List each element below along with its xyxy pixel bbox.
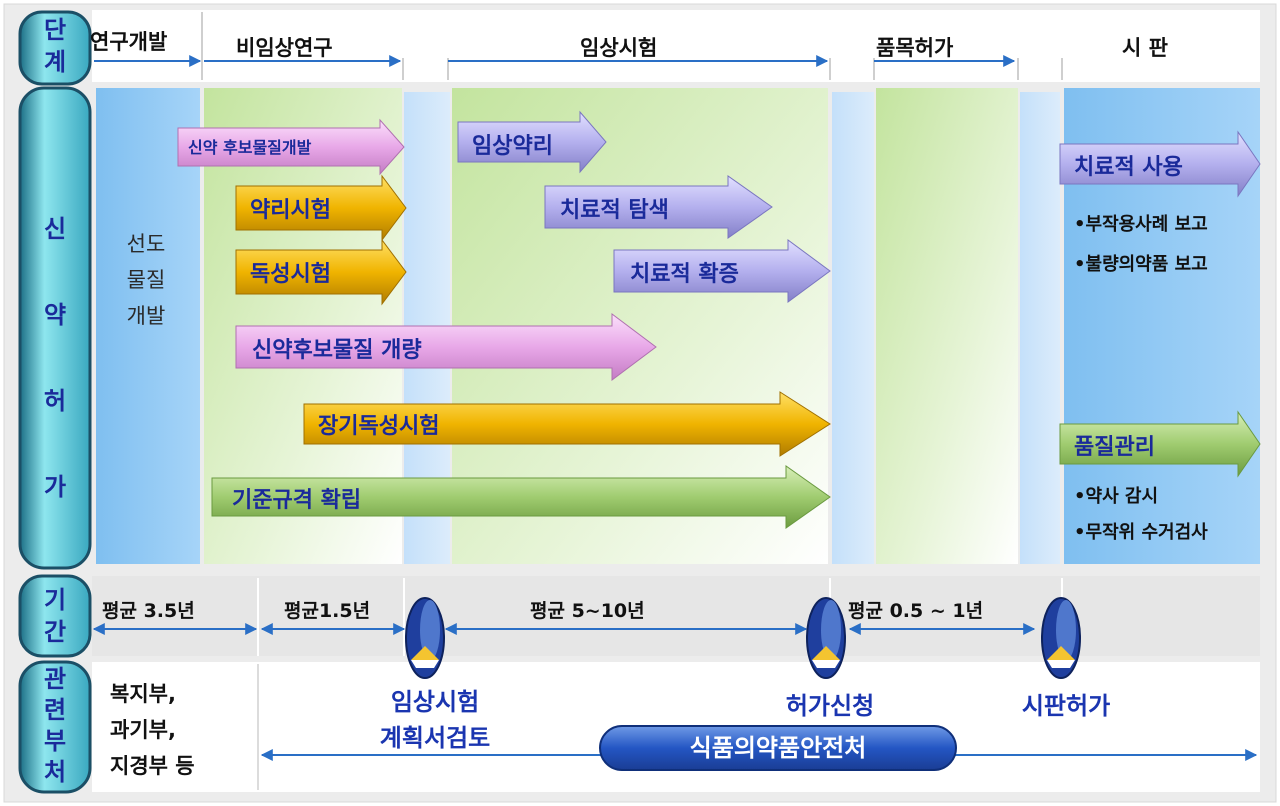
- arrow-candidate-improve: [235, 313, 657, 381]
- milestone-ind-review-line: 계획서검토: [379, 724, 491, 752]
- arrow-therapeutic-confirm: [613, 239, 831, 303]
- department-item: 복지부,: [110, 682, 176, 706]
- arrow-clinical-pharm: [457, 110, 607, 174]
- milestone-application: 허가신청: [785, 692, 875, 720]
- arrow-label-clinical-pharm: 임상약리: [472, 134, 553, 159]
- market-bullet: •불량의약품 보고: [1074, 254, 1208, 275]
- market-bullet: •무작위 수거검사: [1074, 522, 1208, 543]
- arrow-label-therapeutic-explore: 치료적 탐색: [560, 198, 669, 223]
- agency-pill: [599, 725, 957, 771]
- header-row: [92, 10, 1260, 82]
- band-research: [96, 88, 200, 564]
- arrow-toxicity: [235, 238, 407, 306]
- label-pill-process: [18, 86, 92, 570]
- label-pill-departments: [18, 660, 92, 794]
- arrow-candidate-dev: [177, 118, 405, 176]
- lead-dev-line: 개발: [126, 304, 166, 328]
- period-row: [92, 576, 1260, 656]
- arrow-label-therapeutic-use: 치료적 사용: [1074, 155, 1183, 180]
- arrow-therapeutic-explore: [544, 175, 773, 239]
- period-approval: 평균 0.5 ~ 1년: [848, 600, 984, 622]
- lead-dev-line: 선도: [126, 232, 166, 256]
- stage-preclinical: 비임상연구: [236, 36, 333, 60]
- milestone-ind-review-line: 임상시험: [390, 688, 480, 716]
- arrow-label-toxicity: 독성시험: [250, 262, 331, 287]
- milestone-market-approval: 시판허가: [1021, 692, 1111, 720]
- milestone-emblem-market: [1041, 597, 1081, 679]
- arrow-pharmacology: [235, 174, 407, 242]
- band-gap: [832, 92, 874, 564]
- department-item: 과기부,: [110, 718, 176, 742]
- stage-clinical: 임상시험: [580, 36, 658, 60]
- market-bullet: •부작용사례 보고: [1074, 214, 1208, 235]
- arrow-spec: [211, 465, 831, 529]
- market-bullet: •약사 감시: [1074, 486, 1159, 507]
- period-research: 평균 3.5년: [102, 600, 195, 622]
- period-clinical: 평균 5~10년: [530, 600, 645, 622]
- label-pill-period: [18, 574, 92, 658]
- agency-name: 식품의약품안전처: [689, 734, 867, 762]
- lead-dev-line: 물질: [126, 268, 166, 292]
- stage-research: 연구개발: [90, 30, 168, 54]
- lead-dev-label: 선도 물질 개발: [114, 226, 178, 334]
- arrow-label-quality: 품질관리: [1074, 435, 1155, 460]
- arrow-label-candidate-improve: 신약후보물질 개량: [252, 338, 422, 363]
- arrow-label-pharmacology: 약리시험: [250, 198, 331, 223]
- period-preclinical: 평균1.5년: [284, 600, 371, 622]
- band-gap: [1020, 92, 1060, 564]
- arrow-label-therapeutic-confirm: 치료적 확증: [630, 262, 739, 287]
- label-pill-stage: [18, 10, 92, 86]
- department-item: 지경부 등: [110, 754, 195, 778]
- milestone-ind-review: 임상시험 계획서검토: [350, 684, 520, 756]
- milestone-emblem-application: [806, 597, 846, 679]
- band-approval: [876, 88, 1018, 564]
- arrow-label-long-toxicity: 장기독성시험: [318, 414, 440, 439]
- stage-approval: 품목허가: [876, 36, 954, 60]
- arrow-label-spec: 기준규격 확립: [232, 488, 362, 513]
- arrow-therapeutic-use: [1059, 130, 1261, 198]
- department-list: 복지부, 과기부, 지경부 등: [110, 676, 195, 784]
- arrow-label-candidate-dev: 신약 후보물질개발: [188, 138, 312, 157]
- arrow-long-toxicity: [303, 391, 831, 457]
- milestone-emblem-ind: [405, 597, 445, 679]
- arrow-quality: [1059, 410, 1261, 478]
- stage-market: 시 판: [1122, 36, 1168, 60]
